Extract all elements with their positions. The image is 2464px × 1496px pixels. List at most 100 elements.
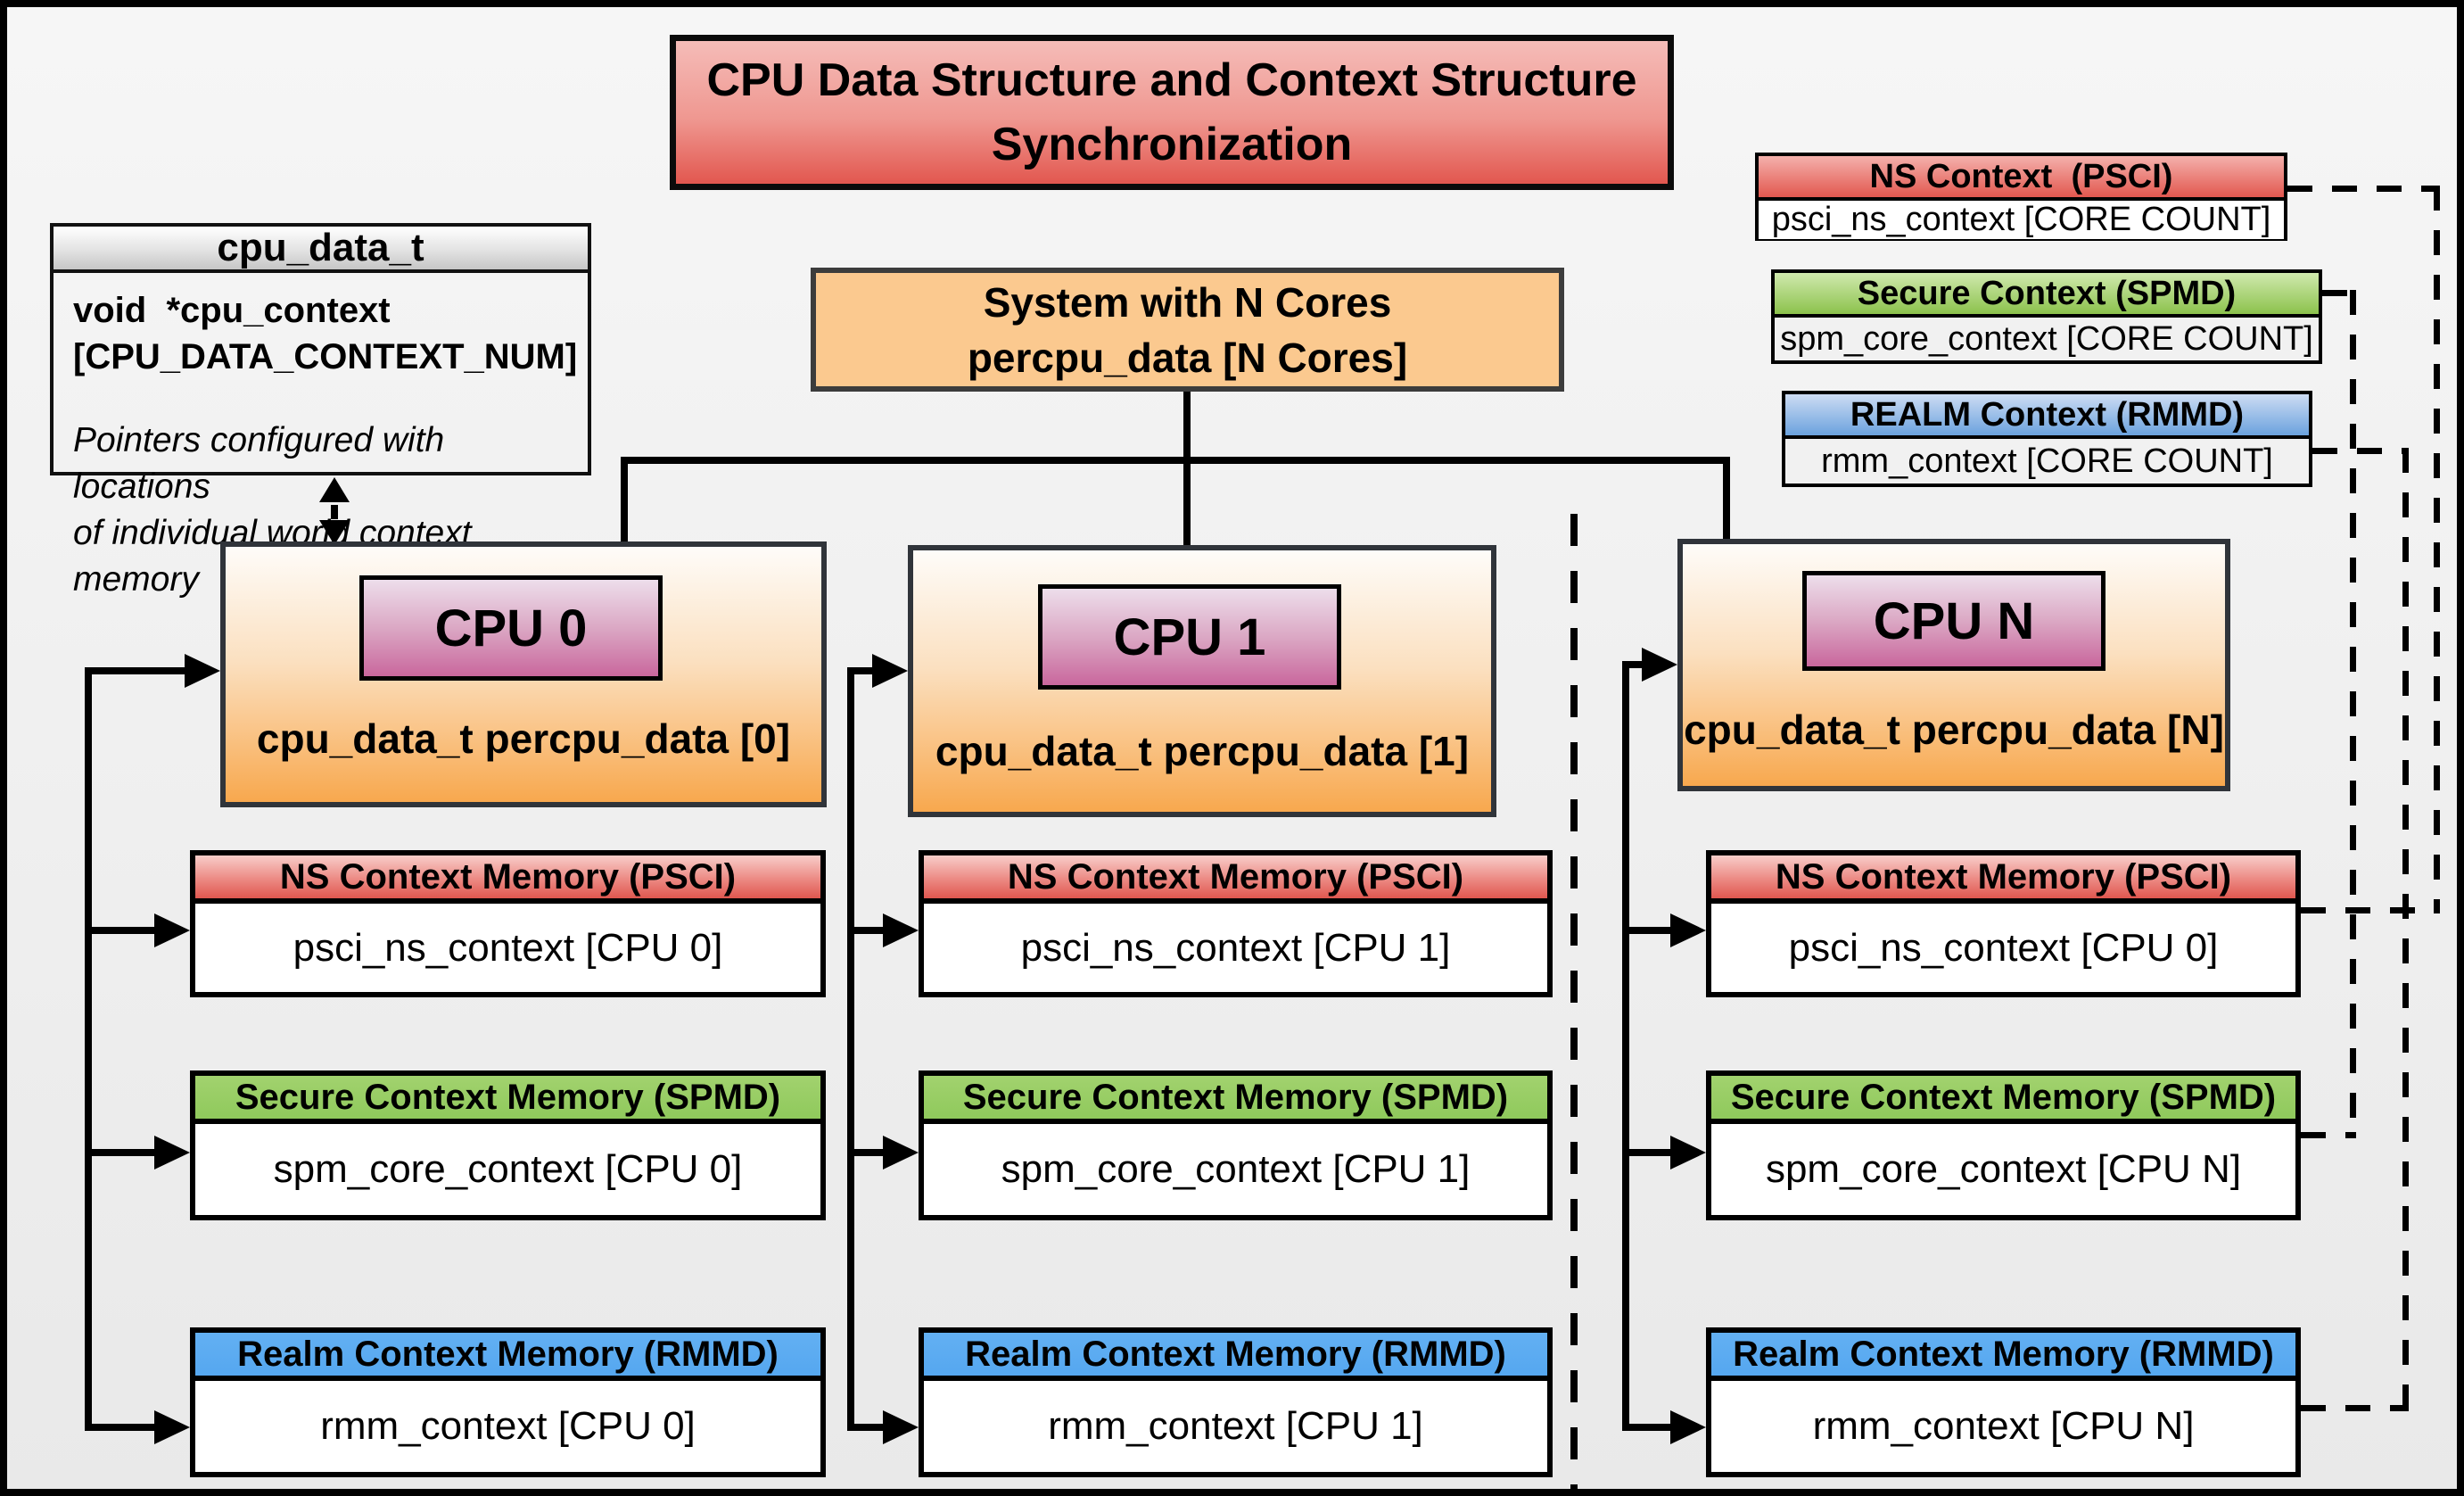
cpu0-ns-body: psci_ns_context [CPU 0] bbox=[195, 904, 820, 992]
cpu0-ns-context-box: NS Context Memory (PSCI) psci_ns_context… bbox=[190, 850, 826, 997]
cpun-arrow-line-box bbox=[1622, 661, 1642, 668]
cpu1-badge: CPU 1 bbox=[1038, 584, 1341, 690]
cpun-realm-header: Realm Context Memory (RMMD) bbox=[1711, 1333, 2295, 1381]
cpu0-arrowhead-secure bbox=[154, 1136, 190, 1170]
dashed-ns-bottom-horizontal bbox=[2301, 907, 2440, 913]
cpu1-arrowhead-realm bbox=[883, 1410, 919, 1444]
cpu-data-t-header: cpu_data_t bbox=[54, 226, 588, 273]
cpu0-arrowhead-ns bbox=[154, 913, 190, 947]
cpu1-box: CPU 1 cpu_data_t percpu_data [1] bbox=[908, 545, 1496, 817]
legend-realm-body: rmm_context [CORE COUNT] bbox=[1785, 439, 2309, 484]
cpun-box: CPU N cpu_data_t percpu_data [N] bbox=[1677, 539, 2230, 791]
cpun-arrowhead-box bbox=[1642, 648, 1677, 682]
cpu-data-t-note-line1: Pointers configured with locations bbox=[73, 421, 445, 506]
cpu1-ns-context-box: NS Context Memory (PSCI) psci_ns_context… bbox=[919, 850, 1553, 997]
dashed-secure-top-horizontal bbox=[2322, 290, 2356, 296]
cpun-secure-body: spm_core_context [CPU N] bbox=[1711, 1124, 2295, 1215]
cpun-ns-body: psci_ns_context [CPU 0] bbox=[1711, 904, 2295, 992]
dashed-secure-vertical bbox=[2350, 290, 2356, 1138]
cpu0-arrow-line-ns bbox=[85, 927, 154, 934]
legend-secure-header: Secure Context (SPMD) bbox=[1775, 273, 2319, 318]
cpu1-trunk-line bbox=[847, 667, 854, 1431]
cpu-data-t-field-line2: [CPU_DATA_CONTEXT_NUM] bbox=[73, 337, 578, 376]
cpun-arrow-line-secure bbox=[1622, 1149, 1670, 1156]
cpu1-secure-context-box: Secure Context Memory (SPMD) spm_core_co… bbox=[919, 1070, 1553, 1220]
cpun-ns-context-box: NS Context Memory (PSCI) psci_ns_context… bbox=[1706, 850, 2301, 997]
cpu0-ns-header: NS Context Memory (PSCI) bbox=[195, 855, 820, 904]
cpu0-trunk-line bbox=[85, 667, 92, 1431]
cpun-arrow-line-realm bbox=[1622, 1424, 1670, 1431]
cpu1-arrowhead-ns bbox=[883, 913, 919, 947]
dashed-realm-vertical bbox=[2402, 448, 2409, 1411]
cpun-ns-header: NS Context Memory (PSCI) bbox=[1711, 855, 2295, 904]
branch-drop-cpu0 bbox=[621, 457, 628, 543]
title-line2: Synchronization bbox=[991, 119, 1353, 170]
cpu0-arrow-line-realm bbox=[85, 1424, 154, 1431]
cpun-arrowhead-secure bbox=[1670, 1136, 1706, 1170]
legend-realm-context-box: REALM Context (RMMD) rmm_context [CORE C… bbox=[1782, 391, 2312, 487]
system-text: System with N Cores percpu_data [N Cores… bbox=[968, 275, 1407, 385]
system-line1: System with N Cores bbox=[983, 278, 1392, 326]
system-line2: percpu_data [N Cores] bbox=[967, 334, 1408, 381]
cpu0-arrow-line-secure bbox=[85, 1149, 154, 1156]
cpun-data-label: cpu_data_t percpu_data [N] bbox=[1684, 707, 2224, 753]
title-text: CPU Data Structure and Context Structure… bbox=[706, 48, 1636, 177]
cpu0-realm-context-box: Realm Context Memory (RMMD) rmm_context … bbox=[190, 1327, 826, 1477]
legend-ns-body: psci_ns_context [CORE COUNT] bbox=[1759, 201, 2284, 239]
arrow-up-icon bbox=[319, 477, 350, 502]
legend-secure-body: spm_core_context [CORE COUNT] bbox=[1775, 318, 2319, 360]
cpu0-realm-body: rmm_context [CPU 0] bbox=[195, 1381, 820, 1472]
cpu0-realm-header: Realm Context Memory (RMMD) bbox=[195, 1333, 820, 1381]
cpu1-ns-header: NS Context Memory (PSCI) bbox=[924, 855, 1547, 904]
legend-realm-header: REALM Context (RMMD) bbox=[1785, 394, 2309, 439]
cpu1-arrow-line-secure bbox=[847, 1149, 883, 1156]
arrow-down-icon bbox=[319, 520, 350, 545]
cpu-data-t-box: cpu_data_t void *cpu_context [CPU_DATA_C… bbox=[50, 223, 591, 599]
cpu1-arrowhead-secure bbox=[883, 1136, 919, 1170]
cpun-trunk-line bbox=[1622, 661, 1629, 1431]
cpu0-secure-body: spm_core_context [CPU 0] bbox=[195, 1124, 820, 1215]
system-box: System with N Cores percpu_data [N Cores… bbox=[811, 268, 1564, 392]
cpu1-realm-body: rmm_context [CPU 1] bbox=[924, 1381, 1547, 1472]
dashed-realm-bottom-horizontal bbox=[2301, 1405, 2409, 1411]
cpu1-arrow-line-ns bbox=[847, 927, 883, 934]
cpu-data-t-body: void *cpu_context [CPU_DATA_CONTEXT_NUM]… bbox=[54, 273, 588, 617]
cpu-data-t-field-line1: void *cpu_context bbox=[73, 291, 391, 330]
branch-drop-cpun bbox=[1723, 457, 1730, 541]
cpu1-secure-header: Secure Context Memory (SPMD) bbox=[924, 1076, 1547, 1124]
cpu1-ns-body: psci_ns_context [CPU 1] bbox=[924, 904, 1547, 992]
cpu1-realm-header: Realm Context Memory (RMMD) bbox=[924, 1333, 1547, 1381]
cpu0-secure-context-box: Secure Context Memory (SPMD) spm_core_co… bbox=[190, 1070, 826, 1220]
cpu0-arrowhead-box bbox=[185, 654, 220, 688]
cpun-badge: CPU N bbox=[1802, 571, 2106, 671]
cpu1-realm-context-box: Realm Context Memory (RMMD) rmm_context … bbox=[919, 1327, 1553, 1477]
branch-drop-cpu1 bbox=[1183, 457, 1191, 549]
cpu0-secure-header: Secure Context Memory (SPMD) bbox=[195, 1076, 820, 1124]
column-separator-dashed-line bbox=[1570, 514, 1578, 1489]
title-box: CPU Data Structure and Context Structure… bbox=[670, 35, 1674, 190]
legend-ns-header: NS Context (PSCI) bbox=[1759, 156, 2284, 201]
branch-horizontal-line bbox=[621, 457, 1730, 464]
cpu-data-t-sync-arrow bbox=[304, 477, 365, 545]
cpun-arrowhead-ns bbox=[1670, 913, 1706, 947]
cpun-realm-body: rmm_context [CPU N] bbox=[1711, 1381, 2295, 1472]
cpu-data-t-note: Pointers configured with locations of in… bbox=[73, 417, 568, 603]
cpu0-data-label: cpu_data_t percpu_data [0] bbox=[256, 715, 791, 762]
title-line1: CPU Data Structure and Context Structure bbox=[706, 54, 1637, 106]
cpu1-data-label: cpu_data_t percpu_data [1] bbox=[935, 728, 1470, 774]
cpun-secure-header: Secure Context Memory (SPMD) bbox=[1711, 1076, 2295, 1124]
cpu1-arrow-line-realm bbox=[847, 1424, 883, 1431]
dashed-secure-bottom-horizontal bbox=[2301, 1132, 2356, 1138]
cpu0-arrow-line-box bbox=[85, 667, 185, 674]
cpun-realm-context-box: Realm Context Memory (RMMD) rmm_context … bbox=[1706, 1327, 2301, 1477]
cpun-arrow-line-ns bbox=[1622, 927, 1670, 934]
system-drop-line bbox=[1183, 392, 1191, 464]
dashed-ns-vertical bbox=[2434, 186, 2440, 913]
dashed-realm-top-horizontal bbox=[2312, 448, 2409, 454]
legend-ns-context-box: NS Context (PSCI) psci_ns_context [CORE … bbox=[1755, 153, 2287, 241]
cpu1-secure-body: spm_core_context [CPU 1] bbox=[924, 1124, 1547, 1215]
dashed-ns-top-horizontal bbox=[2287, 186, 2440, 192]
cpun-arrowhead-realm bbox=[1670, 1410, 1706, 1444]
cpu0-arrowhead-realm bbox=[154, 1410, 190, 1444]
